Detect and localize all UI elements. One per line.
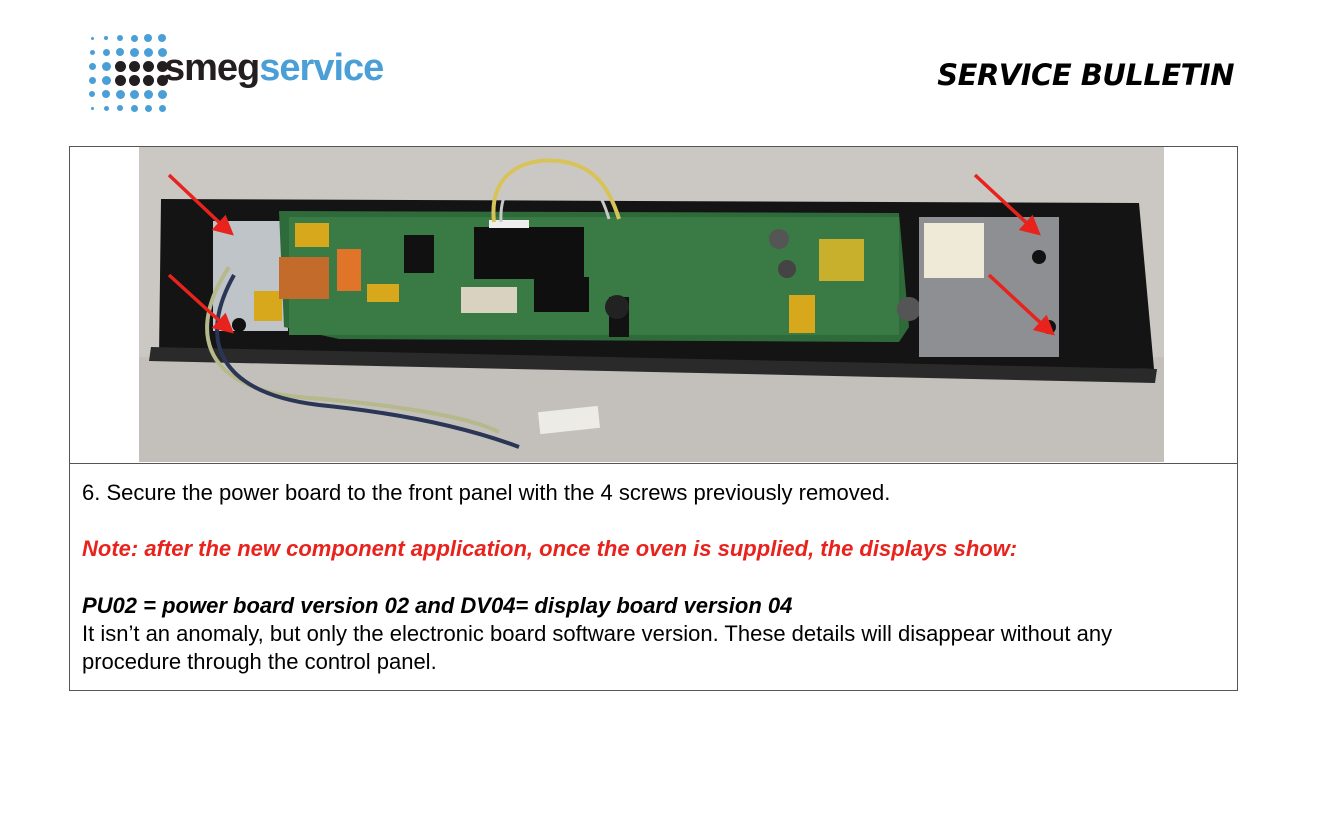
logo-dot bbox=[158, 34, 166, 42]
logo-dot bbox=[156, 74, 168, 86]
power-board-illustration bbox=[139, 147, 1164, 462]
instruction-cell: 6. Secure the power board to the front p… bbox=[82, 479, 1217, 676]
logo-dot bbox=[101, 75, 111, 85]
bulletin-table: 6. Secure the power board to the front p… bbox=[69, 146, 1238, 691]
logo-dot bbox=[128, 60, 140, 72]
logo-dot bbox=[142, 74, 154, 86]
smegservice-logo: smegservice bbox=[84, 30, 424, 116]
logo-dot bbox=[90, 106, 94, 110]
logo-dot bbox=[117, 35, 123, 41]
version-text: PU02 = power board version 02 and DV04= … bbox=[82, 593, 793, 618]
logo-dot bbox=[116, 48, 124, 56]
logo-dot bbox=[129, 89, 139, 99]
logo-dot bbox=[130, 104, 138, 112]
logo-dot bbox=[88, 62, 96, 70]
logo-dot bbox=[144, 104, 152, 112]
logo-dot bbox=[114, 60, 126, 72]
logo-dot bbox=[157, 89, 167, 99]
logo-dot bbox=[129, 47, 139, 57]
logo-dot bbox=[89, 91, 95, 97]
page-title: SERVICE BULLETIN bbox=[937, 58, 1234, 92]
logo-dot bbox=[158, 104, 166, 112]
table-divider bbox=[70, 463, 1237, 464]
power-board-photo bbox=[139, 147, 1164, 462]
logo-dot bbox=[103, 105, 109, 111]
logo-wordmark: smegservice bbox=[164, 47, 384, 89]
step-text: 6. Secure the power board to the front p… bbox=[82, 480, 891, 505]
logo-dot bbox=[142, 60, 154, 72]
logo-dot bbox=[143, 47, 153, 57]
logo-dot bbox=[102, 90, 110, 98]
logo-dot bbox=[104, 36, 108, 40]
logo-dot bbox=[115, 89, 125, 99]
logo-dot bbox=[88, 76, 96, 84]
logo-dot bbox=[117, 105, 123, 111]
logo-dot bbox=[128, 74, 140, 86]
logo-dot bbox=[114, 74, 126, 86]
logo-word-service: service bbox=[259, 47, 384, 89]
explanation-text: It isn’t an anomaly, but only the electr… bbox=[82, 621, 1113, 674]
note-text: Note: after the new component applicatio… bbox=[82, 536, 1018, 561]
logo-word-smeg: smeg bbox=[164, 47, 260, 89]
logo-dot bbox=[130, 34, 138, 42]
logo-dot bbox=[90, 36, 94, 40]
logo-dot-pattern bbox=[84, 30, 174, 116]
logo-dot bbox=[89, 49, 95, 55]
logo-dot bbox=[157, 47, 167, 57]
logo-dot bbox=[102, 48, 110, 56]
logo-dot bbox=[143, 89, 153, 99]
logo-dot bbox=[144, 34, 152, 42]
logo-dot bbox=[101, 61, 111, 71]
logo-dot bbox=[156, 60, 168, 72]
